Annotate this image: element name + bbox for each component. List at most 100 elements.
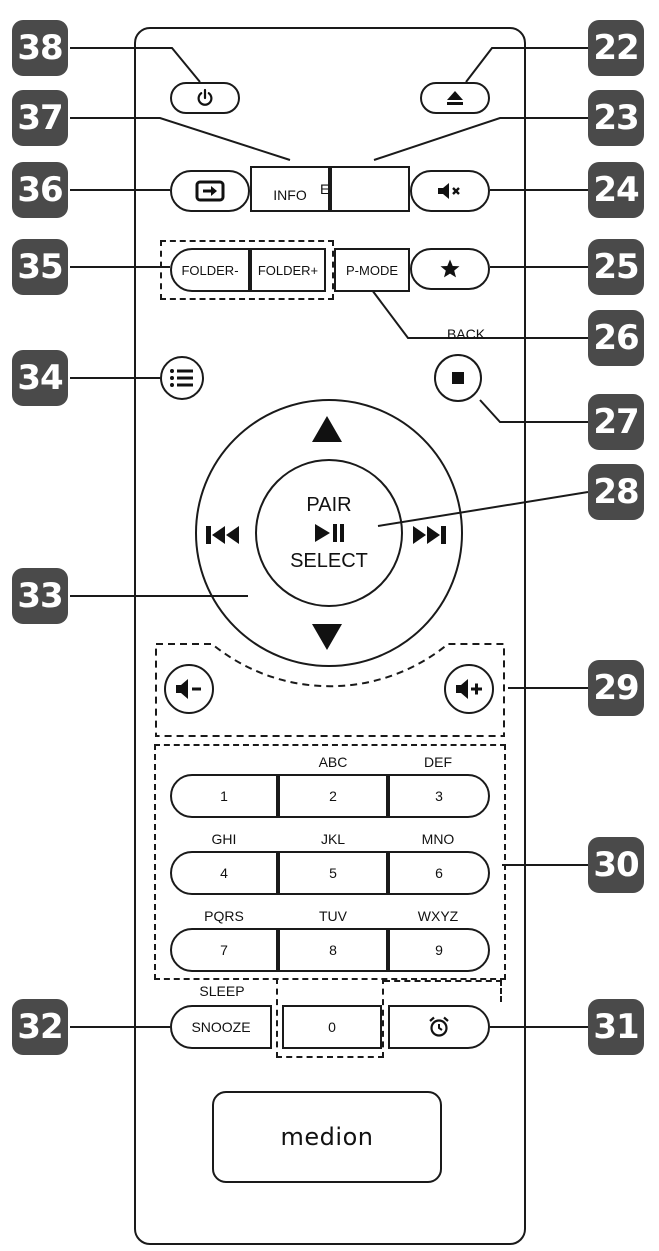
- folder-plus-button[interactable]: FOLDER+: [250, 248, 326, 292]
- skip-previous-icon[interactable]: [204, 524, 242, 546]
- info-button[interactable]: INFO: [250, 166, 330, 212]
- power-icon: [197, 88, 213, 106]
- snooze-label: SNOOZE: [191, 1019, 251, 1035]
- key-0-digit: 0: [328, 1019, 336, 1035]
- callout-25: 25: [588, 239, 644, 295]
- key-6-letters: MNO: [421, 831, 455, 847]
- key-5-button[interactable]: 5: [278, 851, 388, 895]
- volume-down-icon: [176, 679, 201, 699]
- key-5-digit: 5: [329, 865, 337, 881]
- callout-24: 24: [588, 162, 644, 218]
- arrow-up-icon[interactable]: [310, 414, 344, 444]
- alarm-clock-icon: [429, 1016, 449, 1037]
- key-9-button[interactable]: 9: [388, 928, 490, 972]
- volume-buttons-group: [155, 643, 505, 737]
- alarm-key-group: [384, 980, 502, 1002]
- callout-38: 38: [12, 20, 68, 76]
- key-1-button[interactable]: 1: [170, 774, 278, 818]
- alarm-button[interactable]: [388, 1005, 490, 1049]
- key-2-button[interactable]: 2: [278, 774, 388, 818]
- key-6-digit: 6: [435, 865, 443, 881]
- pair-label: PAIR: [306, 494, 352, 516]
- key-5-letters: JKL: [320, 831, 346, 847]
- volume-up-button[interactable]: [444, 664, 494, 714]
- key-3-button[interactable]: 3: [388, 774, 490, 818]
- remote-control-body: [134, 27, 526, 1245]
- volume-up-icon: [456, 679, 482, 699]
- callout-23: 23: [588, 90, 644, 146]
- key-4-button[interactable]: 4: [170, 851, 278, 895]
- key-7-button[interactable]: 7: [170, 928, 278, 972]
- folder-buttons-group: [160, 240, 334, 300]
- sleep-label: SLEEP: [199, 983, 245, 999]
- callout-27: 27: [588, 394, 644, 450]
- info-label: INFO: [273, 187, 307, 203]
- leader-37: [70, 117, 291, 161]
- eject-icon: [447, 91, 463, 105]
- callout-26: 26: [588, 310, 644, 366]
- key-2-letters: ABC: [318, 754, 348, 770]
- callout-22: 22: [588, 20, 644, 76]
- key-7-letters: PQRS: [204, 908, 244, 924]
- leader-38: [70, 47, 201, 83]
- skip-next-icon[interactable]: [410, 524, 448, 546]
- key-9-digit: 9: [435, 942, 443, 958]
- eject-button[interactable]: [420, 82, 490, 114]
- key-3-digit: 3: [435, 788, 443, 804]
- input-source-icon: [195, 180, 225, 202]
- pair-select-button[interactable]: PAIR SELECT: [255, 459, 403, 607]
- input-source-button[interactable]: [170, 170, 250, 212]
- key-0-button[interactable]: 0: [282, 1005, 382, 1049]
- menu-button[interactable]: [160, 356, 204, 400]
- eq-button[interactable]: [330, 166, 410, 212]
- back-label: BACK: [446, 326, 486, 342]
- key-2-digit: 2: [329, 788, 337, 804]
- folder-minus-button[interactable]: FOLDER-: [170, 248, 250, 292]
- stop-icon: [452, 372, 464, 384]
- callout-32: 32: [12, 999, 68, 1055]
- p-mode-label: P-MODE: [346, 262, 398, 278]
- sleep-snooze-button[interactable]: SNOOZE: [170, 1005, 272, 1049]
- zero-key-group: [276, 978, 384, 1058]
- callout-37: 37: [12, 90, 68, 146]
- favorite-button[interactable]: [410, 248, 490, 290]
- p-mode-button[interactable]: P-MODE: [334, 248, 410, 292]
- key-8-digit: 8: [329, 942, 337, 958]
- callout-33: 33: [12, 568, 68, 624]
- menu-list-icon: [170, 369, 193, 387]
- keypad-group: [154, 744, 506, 980]
- power-button[interactable]: [170, 82, 240, 114]
- key-4-letters: GHI: [211, 831, 237, 847]
- leader-26: [371, 289, 588, 339]
- key-1-digit: 1: [220, 788, 228, 804]
- folder-plus-label: FOLDER+: [257, 262, 319, 278]
- callout-34: 34: [12, 350, 68, 406]
- callout-36: 36: [12, 162, 68, 218]
- stop-back-button[interactable]: [434, 354, 482, 402]
- select-label: SELECT: [290, 550, 368, 572]
- leader-22: [465, 47, 588, 83]
- navigation-ring[interactable]: [195, 399, 463, 667]
- key-8-button[interactable]: 8: [278, 928, 388, 972]
- key-7-digit: 7: [220, 942, 228, 958]
- folder-minus-label: FOLDER-: [181, 262, 239, 278]
- leader-27: [479, 399, 588, 423]
- leader-23: [373, 117, 588, 161]
- key-8-letters: TUV: [319, 908, 347, 924]
- callout-28: 28: [588, 464, 644, 520]
- mute-icon: [438, 183, 460, 199]
- key-4-digit: 4: [220, 865, 228, 881]
- callout-29: 29: [588, 660, 644, 716]
- brand-logo-panel: medion: [212, 1091, 442, 1183]
- callout-35: 35: [12, 239, 68, 295]
- brand-logo: medion: [280, 1123, 374, 1151]
- key-9-letters: WXYZ: [417, 908, 459, 924]
- volume-down-button[interactable]: [164, 664, 214, 714]
- mute-button[interactable]: [410, 170, 490, 212]
- arrow-down-icon[interactable]: [310, 622, 344, 652]
- callout-30: 30: [588, 837, 644, 893]
- key-3-letters: DEF: [424, 754, 452, 770]
- callout-31: 31: [588, 999, 644, 1055]
- play-pause-icon: [315, 524, 344, 542]
- key-6-button[interactable]: 6: [388, 851, 490, 895]
